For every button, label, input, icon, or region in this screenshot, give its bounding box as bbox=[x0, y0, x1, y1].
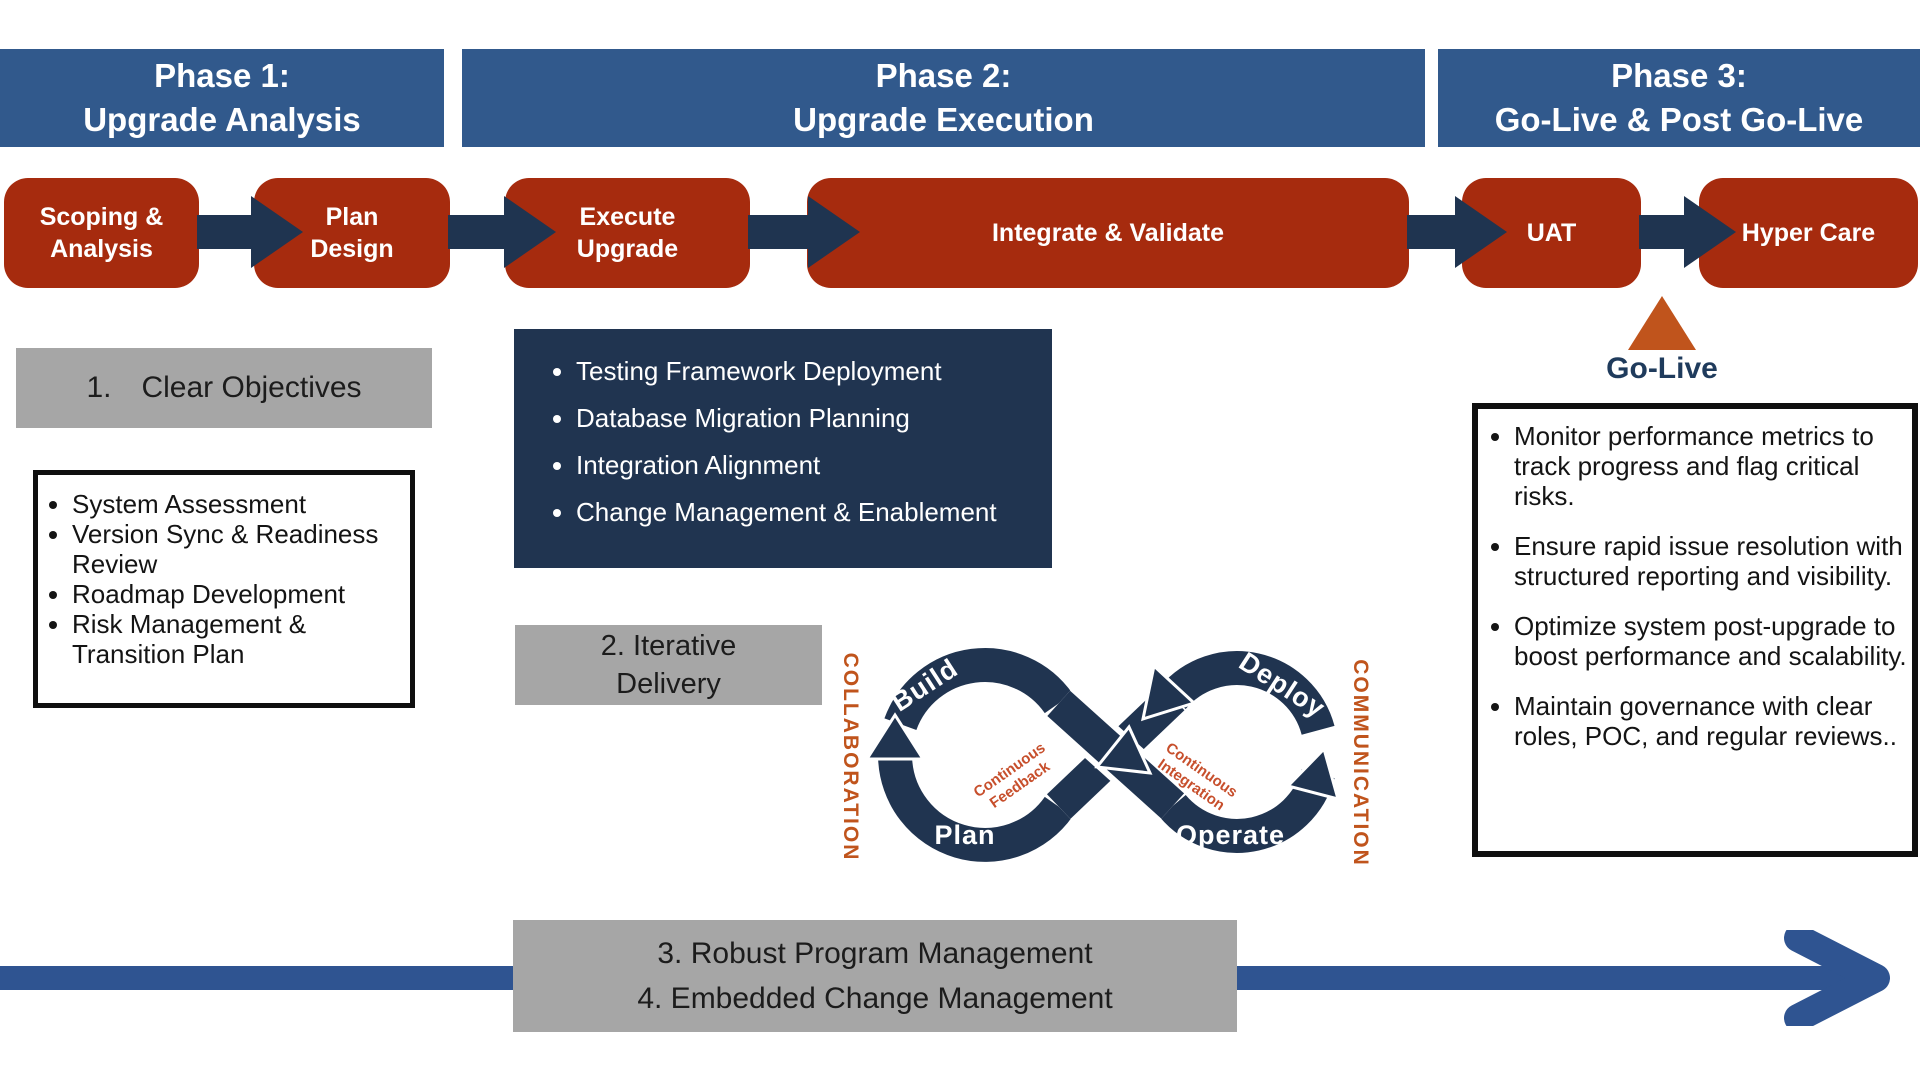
phase2-header-line2: Upgrade Execution bbox=[793, 101, 1094, 138]
golive-label: Go-Live bbox=[1606, 352, 1718, 385]
phase1-checklist-box: System Assessment Version Sync & Readine… bbox=[33, 470, 415, 708]
objective-3-label: 3. Robust Program Management bbox=[657, 937, 1093, 970]
flow-arrow-2 bbox=[448, 196, 556, 268]
phase3-header-line2: Go-Live & Post Go-Live bbox=[1494, 101, 1864, 138]
phase3-bullet: Maintain governance with clear roles, PO… bbox=[1514, 691, 1908, 751]
objective-4-label: 4. Embedded Change Management bbox=[637, 982, 1113, 1015]
phase2-activities-panel: Testing Framework Deployment Database Mi… bbox=[514, 329, 1052, 568]
step-execute-upgrade: Execute Upgrade bbox=[505, 178, 750, 288]
phase3-header-line1: Phase 3: bbox=[1611, 57, 1747, 94]
plan-arrowhead bbox=[864, 712, 926, 761]
objective-1-banner: 1. Clear Objectives bbox=[16, 348, 432, 428]
checklist-item: Version Sync & Readiness Review bbox=[72, 519, 406, 579]
flow-arrow-5 bbox=[1639, 196, 1736, 268]
phase2-activities: Testing Framework Deployment Database Mi… bbox=[514, 329, 1052, 526]
phase1-header-line2: Upgrade Analysis bbox=[83, 101, 361, 138]
flow-arrow-1 bbox=[197, 196, 303, 268]
checklist-item: System Assessment bbox=[72, 489, 406, 519]
activity-item: Change Management & Enablement bbox=[576, 498, 1042, 526]
loop-label-communication: COMMUNICATION bbox=[1349, 659, 1372, 867]
loop-label-collaboration: COLLABORATION bbox=[839, 652, 862, 862]
phase3-header: Phase 3: Go-Live & Post Go-Live bbox=[1438, 49, 1920, 147]
left-loop-bottom-arc bbox=[878, 756, 1073, 862]
objective-1-label: Clear Objectives bbox=[141, 371, 362, 404]
step-uat: UAT bbox=[1462, 178, 1641, 288]
checklist-item: Roadmap Development bbox=[72, 579, 406, 609]
phase2-header: Phase 2: Upgrade Execution bbox=[462, 49, 1425, 147]
devops-infinity-loop bbox=[864, 648, 1341, 862]
objective-3-4-banner: 3. Robust Program Management 4. Embedded… bbox=[513, 920, 1237, 1032]
step-hyper-care: Hyper Care bbox=[1699, 178, 1918, 288]
timeline-arrowhead bbox=[1784, 930, 1890, 1026]
loop-label-operate: Operate bbox=[1175, 820, 1286, 850]
activity-item: Database Migration Planning bbox=[576, 404, 1042, 432]
flow-arrow-4 bbox=[1407, 196, 1507, 268]
phase1-header: Phase 1: Upgrade Analysis bbox=[0, 49, 444, 147]
phase1-checklist: System Assessment Version Sync & Readine… bbox=[40, 489, 406, 669]
objective-1-number: 1. bbox=[86, 371, 112, 404]
center-right-arrowhead bbox=[1094, 724, 1153, 775]
left-loop-top-arc bbox=[884, 648, 1073, 731]
loop-label-plan: Plan bbox=[934, 820, 996, 850]
phase3-bullet: Monitor performance metrics to track pro… bbox=[1514, 421, 1908, 511]
right-loop-top-arc bbox=[1159, 651, 1335, 736]
flow-arrow-3 bbox=[748, 196, 860, 268]
right-loop-bottom-arc bbox=[1159, 768, 1335, 853]
objective-2-banner: 2. Iterative Delivery bbox=[515, 625, 822, 705]
phase3-bullet: Optimize system post-upgrade to boost pe… bbox=[1514, 611, 1908, 671]
phase3-bullets-box: Monitor performance metrics to track pro… bbox=[1472, 403, 1918, 857]
phase2-header-line1: Phase 2: bbox=[875, 57, 1012, 94]
phase3-bullet: Ensure rapid issue resolution with struc… bbox=[1514, 531, 1908, 591]
phase1-header-line1: Phase 1: bbox=[154, 57, 290, 94]
center-left-arrowhead bbox=[1141, 663, 1197, 722]
deploy-arrowhead bbox=[1285, 746, 1341, 802]
step-integrate-validate: Integrate & Validate bbox=[807, 178, 1409, 288]
phase3-bullets: Monitor performance metrics to track pro… bbox=[1480, 421, 1908, 751]
activity-item: Testing Framework Deployment bbox=[576, 357, 1042, 385]
golive-triangle-icon bbox=[1628, 296, 1696, 350]
checklist-item: Risk Management & Transition Plan bbox=[72, 609, 406, 669]
activity-item: Integration Alignment bbox=[576, 451, 1042, 479]
step-scoping-analysis: Scoping & Analysis bbox=[4, 178, 199, 288]
